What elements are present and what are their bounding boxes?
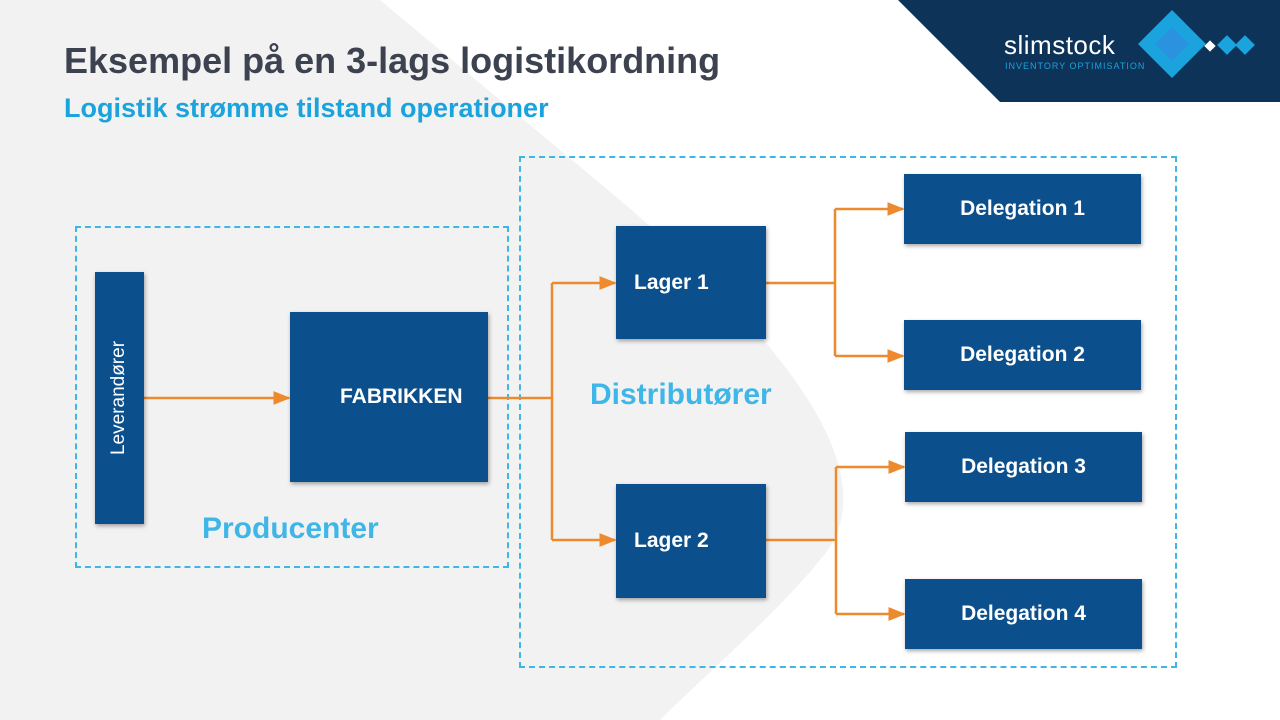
- factory-box: FABRIKKEN: [290, 312, 488, 482]
- delegation-1-box: Delegation 1: [904, 174, 1141, 244]
- warehouse-1-box: Lager 1: [616, 226, 766, 339]
- delegation-2-box: Delegation 2: [904, 320, 1141, 390]
- delegation-4-box: Delegation 4: [905, 579, 1142, 649]
- distributor-group-label: Distributører: [590, 378, 772, 411]
- supplier-box: Leverandører: [95, 272, 144, 524]
- logo-tagline: INVENTORY OPTIMISATION: [1005, 61, 1146, 71]
- logo-band: [898, 0, 1280, 102]
- distributor-group: [519, 156, 1177, 668]
- delegation-4-label: Delegation 4: [961, 602, 1086, 625]
- producer-group-label: Producenter: [202, 512, 379, 545]
- page-title: Eksempel på en 3-lags logistikordning: [64, 40, 721, 81]
- warehouse-2-label: Lager 2: [634, 529, 709, 552]
- factory-label: FABRIKKEN: [340, 385, 463, 408]
- page-subtitle: Logistik strømme tilstand operationer: [64, 93, 549, 123]
- delegation-1-label: Delegation 1: [960, 197, 1085, 220]
- warehouse-2-box: Lager 2: [616, 484, 766, 598]
- logo-wordmark: slimstock: [1004, 30, 1116, 60]
- delegation-2-label: Delegation 2: [960, 343, 1085, 366]
- supplier-label: Leverandører: [108, 340, 130, 456]
- warehouse-1-label: Lager 1: [634, 270, 709, 294]
- delegation-3-box: Delegation 3: [905, 432, 1142, 502]
- delegation-3-label: Delegation 3: [961, 455, 1086, 478]
